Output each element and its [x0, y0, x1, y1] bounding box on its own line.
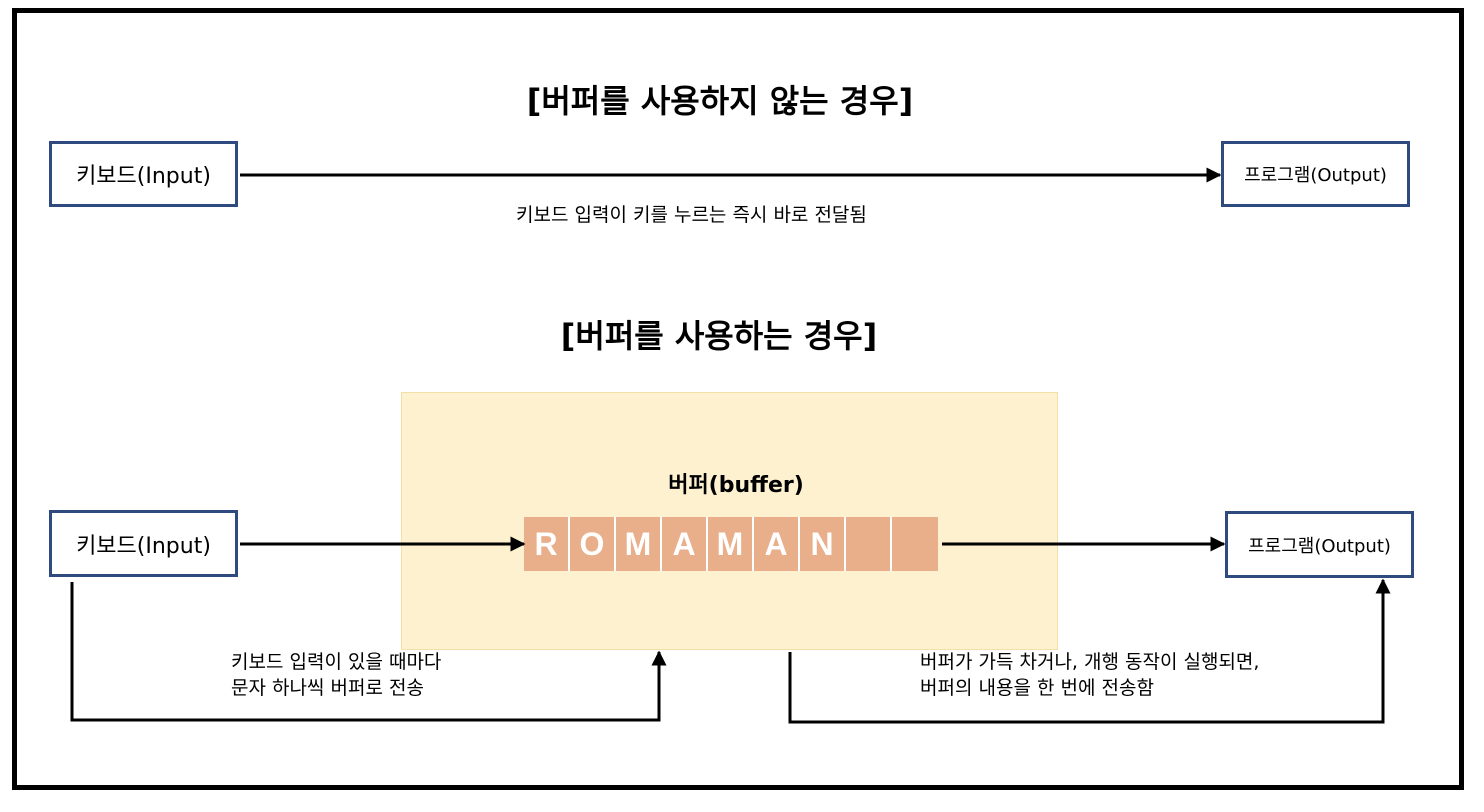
- buffer-cell: M: [708, 517, 754, 571]
- buffer-cell: A: [754, 517, 800, 571]
- per-character-caption-line1: 키보드 입력이 있을 때마다: [231, 651, 442, 673]
- program-output-label-top: 프로그램(Output): [1244, 165, 1387, 186]
- title-with-buffer: [버퍼를 사용하는 경우]: [560, 317, 878, 355]
- per-character-caption-line2: 문자 하나씩 버퍼로 전송: [231, 677, 424, 699]
- direct-transfer-caption: 키보드 입력이 키를 누르는 즉시 바로 전달됨: [516, 204, 867, 226]
- per-character-caption: 키보드 입력이 있을 때마다 문자 하나씩 버퍼로 전송: [231, 649, 441, 701]
- keyboard-input-box-bottom: 키보드(Input): [49, 510, 238, 577]
- program-output-box-bottom: 프로그램(Output): [1225, 511, 1414, 578]
- buffer-cell: O: [570, 517, 616, 571]
- keyboard-input-box-top: 키보드(Input): [49, 141, 238, 207]
- buffer-cell: N: [800, 517, 846, 571]
- program-output-box-top: 프로그램(Output): [1221, 141, 1410, 207]
- buffer-cell: M: [616, 517, 662, 571]
- flush-caption-line1: 버퍼가 가득 차거나, 개행 동작이 실행되면,: [920, 651, 1260, 673]
- flush-caption-line2: 버퍼의 내용을 한 번에 전송함: [920, 677, 1154, 699]
- arrow-flush-path: [788, 578, 1391, 724]
- flush-caption: 버퍼가 가득 차거나, 개행 동작이 실행되면, 버퍼의 내용을 한 번에 전송…: [920, 649, 1259, 701]
- title-without-buffer: [버퍼를 사용하지 않는 경우]: [526, 82, 914, 120]
- buffer-cell: R: [524, 517, 570, 571]
- buffer-cell: A: [662, 517, 708, 571]
- program-output-label-bottom: 프로그램(Output): [1248, 535, 1391, 557]
- keyboard-input-label-top: 키보드(Input): [76, 164, 211, 189]
- buffer-cell: [846, 517, 892, 571]
- buffer-cell: [892, 517, 938, 571]
- diagram-frame: [12, 8, 1464, 790]
- arrow-per-character-path: [70, 582, 667, 722]
- keyboard-input-label-bottom: 키보드(Input): [76, 533, 211, 559]
- buffer-label: 버퍼(buffer): [668, 473, 804, 498]
